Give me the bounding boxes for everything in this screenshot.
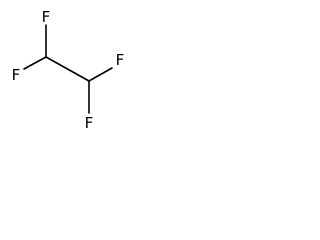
- atom-label-f-right: F: [116, 51, 125, 69]
- bond-c1-f-left: [23, 56, 47, 70]
- bond-c2-f-right: [88, 67, 113, 82]
- atom-label-f-left: F: [12, 66, 21, 84]
- structural-formula: F F F F: [12, 8, 125, 132]
- atom-label-f-bottom-right: F: [85, 114, 94, 132]
- bond-c1-c2: [45, 56, 90, 82]
- atom-label-f-top-left: F: [42, 8, 51, 26]
